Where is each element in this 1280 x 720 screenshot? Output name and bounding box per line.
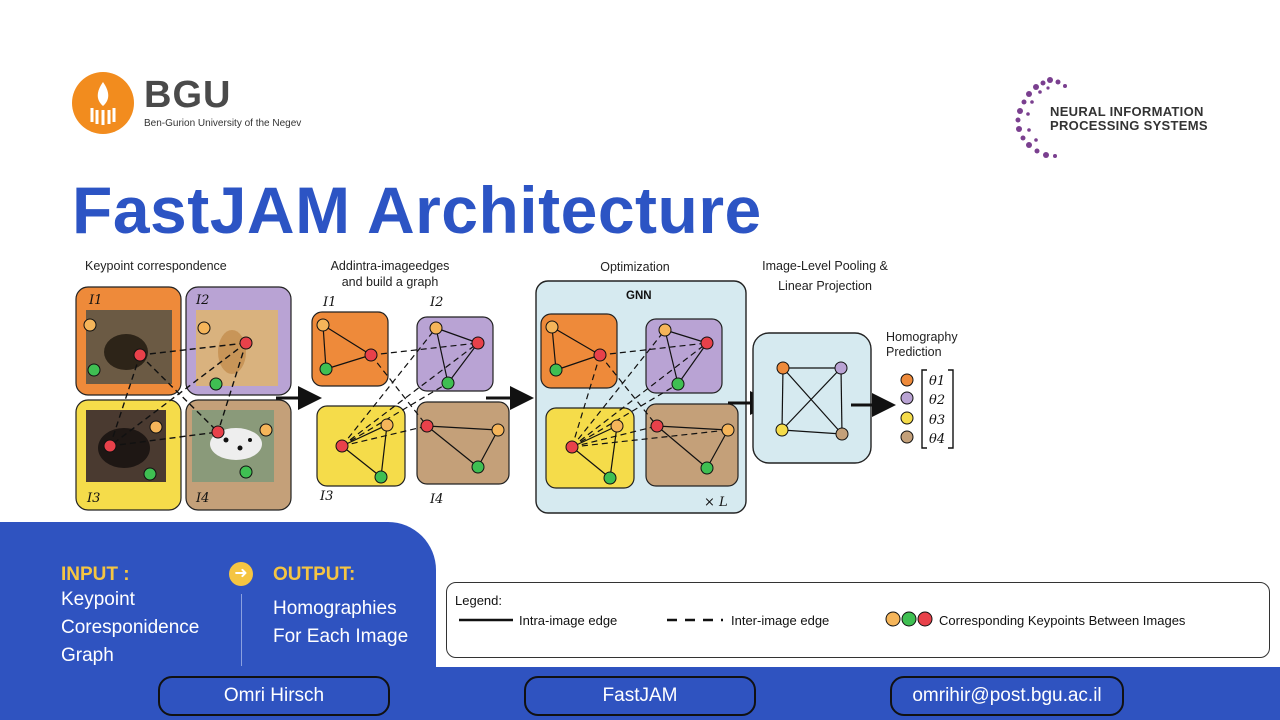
caption-homography-line2: Prediction (886, 345, 942, 359)
keypoint-image-grid: I1 I2 I3 I4 (75, 286, 292, 511)
output-line-1: Homographies (273, 598, 397, 619)
bgu-subtitle: Ben-Gurion University of the Negev (144, 118, 302, 129)
caption-homography-line1: Homography (886, 330, 958, 344)
input-line-2: Coresponidence (61, 617, 200, 638)
input-label: INPUT : (61, 564, 130, 585)
legend-inter: Inter-image edge (731, 613, 830, 628)
output-label: OUTPUT: (273, 564, 356, 585)
caption-keypoint-correspondence: Keypoint correspondence (85, 259, 227, 273)
email-pill: omrihir@post.bgu.ac.il (890, 676, 1124, 716)
graph-stage: I1 I2 I3 I4 (311, 295, 510, 507)
caption-optimization: Optimization (600, 260, 670, 274)
gnn-label: GNN (626, 290, 652, 302)
author-pill: Omri Hirsch (158, 676, 390, 716)
legend-keypoints: Corresponding Keypoints Between Images (939, 613, 1186, 628)
neurips-line2: PROCESSING SYSTEMS (1050, 118, 1208, 133)
bgu-logo: BGU Ben-Gurion University of the Negev (72, 72, 332, 136)
legend-box: Legend: Intra-image edge Inter-image edg… (446, 582, 1270, 658)
homography-output: θ1 θ2 θ3 θ4 (900, 369, 954, 449)
io-divider (241, 594, 242, 666)
caption-pooling-line1: Image-Level Pooling & (762, 259, 888, 273)
pooled-graph (752, 332, 872, 464)
theta-4: θ4 (929, 432, 945, 447)
neurips-logo: NEURAL INFORMATION PROCESSING SYSTEMS (1010, 74, 1230, 164)
project-pill: FastJAM (524, 676, 756, 716)
legend-keypoints-icon (885, 611, 933, 627)
bgu-emblem-icon (72, 72, 134, 134)
arrow-right-icon: ➜ (229, 562, 253, 586)
legend-intra: Intra-image edge (519, 613, 618, 628)
label-i3: I3 (86, 491, 100, 506)
graph-label-i4: I4 (429, 492, 443, 507)
theta-1: θ1 (929, 374, 945, 389)
caption-pooling-line2: Linear Projection (778, 279, 872, 293)
input-line-3: Graph (61, 645, 114, 666)
neurips-line1: NEURAL INFORMATION (1050, 104, 1204, 119)
theta-2: θ2 (929, 393, 945, 408)
bgu-name: BGU (144, 74, 232, 116)
caption-add-edges-line2: and build a graph (341, 275, 439, 289)
graph-label-i1: I1 (322, 295, 336, 310)
label-i4: I4 (195, 491, 209, 506)
input-line-1: Keypoint (61, 589, 135, 610)
graph-label-i2: I2 (429, 295, 443, 310)
page-title: FastJAM Architecture (72, 173, 762, 247)
label-i2: I2 (195, 293, 209, 308)
theta-3: θ3 (929, 413, 945, 428)
label-i1: I1 (88, 293, 102, 308)
graph-label-i3: I3 (319, 489, 333, 504)
output-line-2: For Each Image (273, 626, 409, 647)
neurips-dots-icon (1015, 77, 1067, 158)
gnn-block: GNN × L (535, 280, 747, 514)
legend-title: Legend: (455, 593, 502, 608)
keypoints-stage1 (83, 318, 273, 481)
caption-add-edges-line1: Addintra-imageedges (330, 259, 450, 273)
times-l-label: × L (704, 495, 728, 510)
